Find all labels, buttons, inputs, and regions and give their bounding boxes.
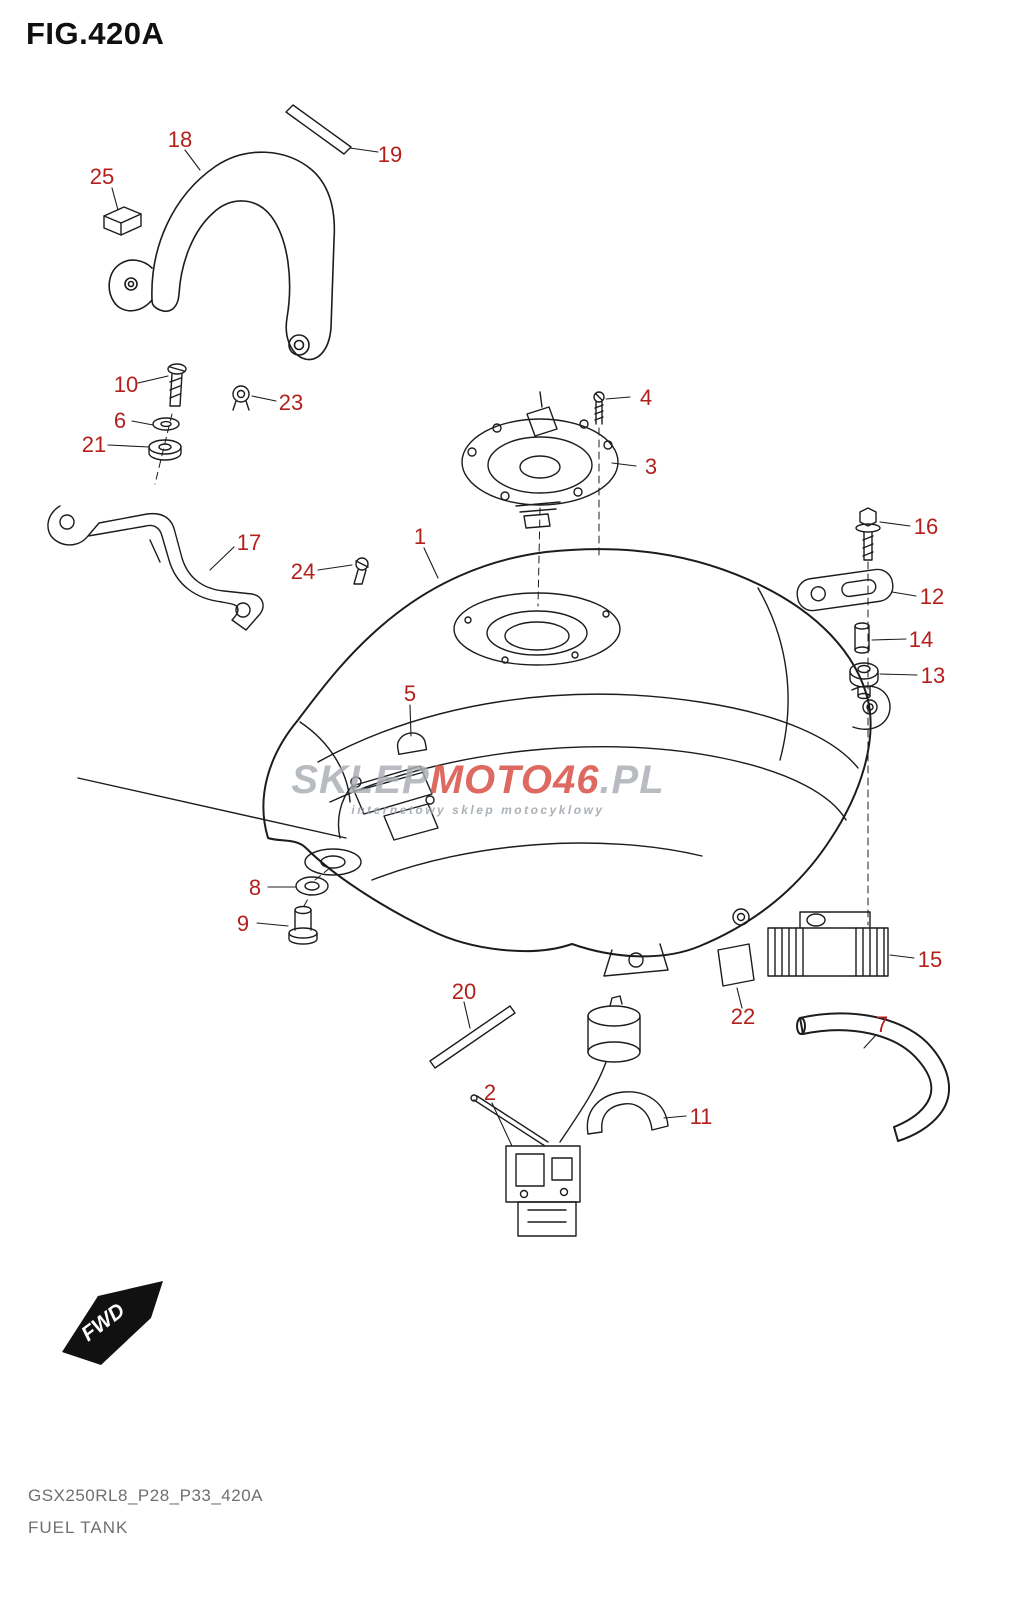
- callout-8: 8: [248, 875, 262, 900]
- clip: [232, 385, 250, 411]
- cap-screw: [593, 391, 605, 425]
- callout-18: 18: [167, 127, 193, 152]
- side-rod: [429, 1005, 516, 1069]
- front-bolt: [167, 363, 187, 407]
- spacer: [854, 622, 870, 654]
- callout-5: 5: [403, 681, 417, 706]
- figure-title: FIG.420A: [26, 16, 165, 51]
- rubber-mount-block: [767, 911, 889, 977]
- callout-13: 13: [920, 663, 946, 688]
- figure-name: FUEL TANK: [28, 1518, 129, 1537]
- cushion-pad: [717, 943, 755, 987]
- callout-4: 4: [639, 385, 653, 410]
- callout-22: 22: [730, 1004, 756, 1029]
- callout-23: 23: [278, 390, 304, 415]
- front-spacer: [288, 905, 318, 945]
- footer: GSX250RL8_P28_P33_420A FUEL TANK: [28, 1486, 263, 1538]
- callout-12: 12: [919, 584, 945, 609]
- fuel-cap-assembly: [461, 391, 619, 529]
- part-code: GSX250RL8_P28_P33_420A: [28, 1486, 264, 1505]
- callout-25: 25: [89, 164, 115, 189]
- cover-cushion: [103, 206, 142, 236]
- washer: [148, 417, 182, 461]
- callout-1: 1: [413, 524, 427, 549]
- bracket-bolt: [353, 557, 369, 585]
- callout-9: 9: [236, 911, 250, 936]
- fwd-arrow: FWD: [62, 1281, 163, 1365]
- callout-15: 15: [917, 947, 943, 972]
- callout-11: 11: [689, 1104, 713, 1129]
- callout-16: 16: [913, 514, 939, 539]
- callout-20: 20: [451, 979, 477, 1004]
- callout-17: 17: [236, 530, 262, 555]
- front-grommet: [295, 876, 329, 896]
- cover-rod: [285, 104, 352, 155]
- stay-bracket: [47, 505, 264, 631]
- callout-14: 14: [908, 627, 934, 652]
- grommet: [849, 662, 879, 700]
- callout-6: 6: [113, 408, 127, 433]
- assembly-guide-lines: [154, 413, 869, 926]
- mount-bolt: [855, 507, 881, 561]
- tank-cover: [108, 151, 336, 361]
- callout-24: 24: [290, 559, 316, 584]
- callout-19: 19: [377, 142, 403, 167]
- pump-holder: [586, 1091, 669, 1135]
- fuel-pump-assembly: [470, 995, 641, 1237]
- callout-7: 7: [875, 1012, 889, 1037]
- mount-plate: [796, 568, 894, 612]
- breather-hose: [796, 1012, 951, 1142]
- callout-2: 2: [483, 1080, 497, 1105]
- callout-10: 10: [113, 372, 139, 397]
- callout-3: 3: [644, 454, 658, 479]
- tank-body: [77, 548, 891, 977]
- callout-21: 21: [81, 432, 107, 457]
- callout-leader-lines: [107, 147, 918, 1147]
